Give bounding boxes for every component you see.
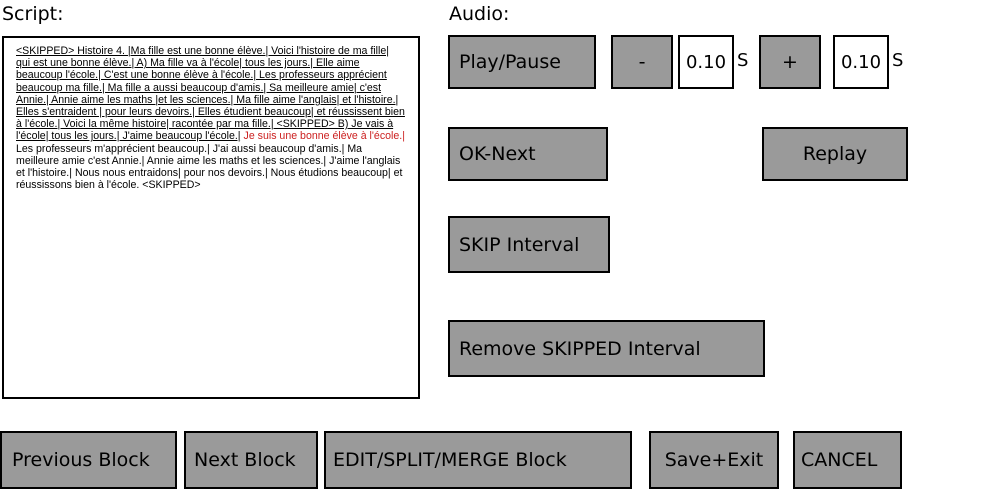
remove-skipped-interval-button[interactable]: Remove SKIPPED Interval	[448, 320, 765, 377]
edit-split-merge-block-button[interactable]: EDIT/SPLIT/MERGE Block	[324, 431, 632, 489]
script-text: <SKIPPED> Histoire 4. |Ma fille est une …	[16, 45, 406, 191]
audio-label: Audio:	[449, 3, 510, 25]
next-block-button[interactable]: Next Block	[184, 431, 318, 489]
ok-next-button[interactable]: OK-Next	[448, 127, 608, 181]
end-offset-field[interactable]: 0.10	[833, 35, 889, 89]
start-offset-field[interactable]: 0.10	[678, 35, 734, 89]
script-remaining-segment: Les professeurs m'apprécient beaucoup.| …	[16, 142, 403, 192]
cancel-button[interactable]: CANCEL	[793, 431, 902, 489]
script-current-segment: Je suis une bonne élève à l'école.|	[243, 130, 405, 143]
replay-button[interactable]: Replay	[762, 127, 908, 181]
script-heard-segment: <SKIPPED> Histoire 4. |Ma fille est une …	[16, 45, 405, 143]
script-label: Script:	[2, 3, 64, 25]
start-offset-unit: S	[737, 50, 749, 71]
end-offset-unit: S	[892, 50, 904, 71]
previous-block-button[interactable]: Previous Block	[0, 431, 177, 489]
script-panel[interactable]: <SKIPPED> Histoire 4. |Ma fille est une …	[2, 36, 420, 399]
save-exit-button[interactable]: Save+Exit	[649, 431, 779, 489]
skip-interval-button[interactable]: SKIP Interval	[448, 216, 610, 273]
play-pause-button[interactable]: Play/Pause	[448, 35, 596, 89]
offset-plus-button[interactable]: +	[759, 35, 821, 89]
offset-minus-button[interactable]: -	[611, 35, 673, 89]
